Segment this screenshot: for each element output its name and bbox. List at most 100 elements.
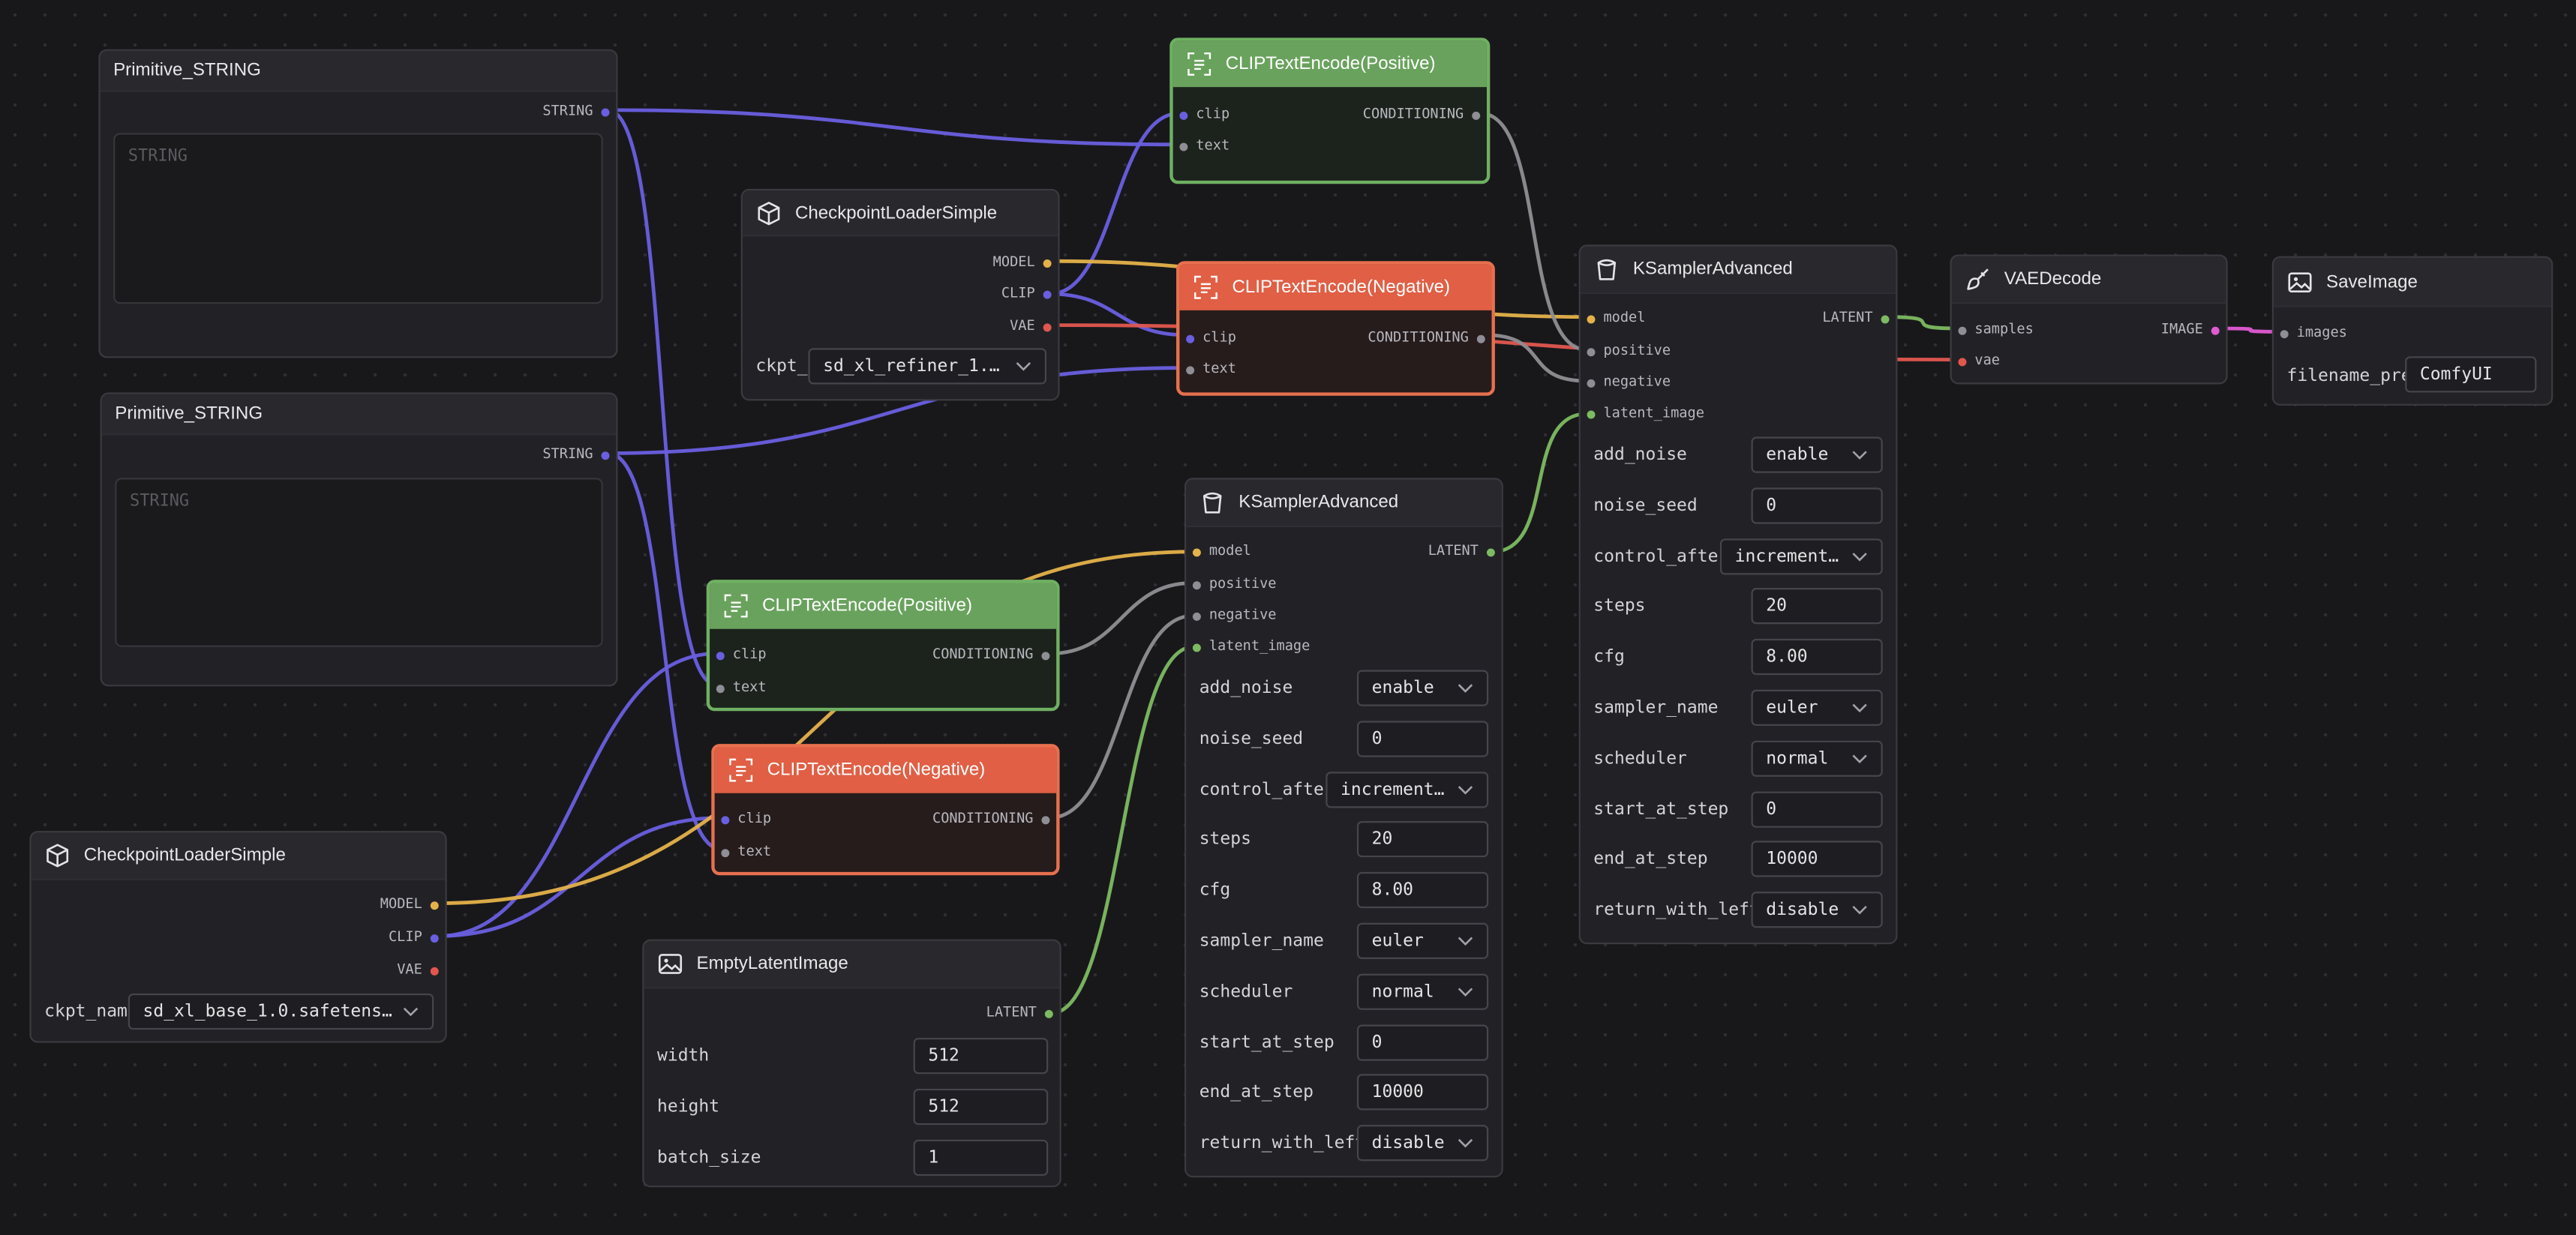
- wire-latent[interactable]: [1051, 645, 1193, 1015]
- height-input[interactable]: 512: [913, 1088, 1049, 1126]
- wire-conditioning[interactable]: [1485, 333, 1587, 383]
- input-latent-image[interactable]: latent_image: [1192, 637, 1310, 657]
- output-dot[interactable]: [430, 966, 439, 975]
- output-dot[interactable]: [430, 934, 439, 942]
- steps-input[interactable]: 20: [1751, 588, 1883, 625]
- string-textarea[interactable]: STRING: [115, 478, 603, 647]
- input-positive[interactable]: positive: [1587, 342, 1671, 361]
- wire-string[interactable]: [608, 451, 722, 851]
- input-negative[interactable]: negative: [1587, 373, 1671, 392]
- scheduler-dropdown[interactable]: normal: [1751, 740, 1883, 777]
- input-dot[interactable]: [1958, 357, 1967, 366]
- output-dot[interactable]: [430, 901, 439, 910]
- output-vae[interactable]: VAE: [1010, 317, 1052, 337]
- input-text[interactable]: text: [716, 678, 767, 697]
- input-clip[interactable]: clip: [716, 646, 767, 665]
- wire-latent[interactable]: [1491, 412, 1587, 554]
- primitive-string-node-1[interactable]: Primitive_STRING STRING STRING: [98, 49, 618, 358]
- input-dot[interactable]: [716, 651, 725, 660]
- batch-size-input[interactable]: 1: [913, 1139, 1049, 1177]
- output-latent[interactable]: LATENT: [1822, 309, 1890, 328]
- noise-seed-input[interactable]: 0: [1751, 487, 1883, 524]
- input-dot[interactable]: [1192, 580, 1201, 589]
- end-at-step-input[interactable]: 10000: [1356, 1075, 1489, 1111]
- output-dot[interactable]: [1043, 289, 1052, 298]
- sampler-name-dropdown[interactable]: euler: [1751, 689, 1883, 726]
- output-string[interactable]: STRING: [542, 445, 610, 464]
- add-noise-dropdown[interactable]: enable: [1356, 670, 1489, 706]
- start-at-step-input[interactable]: 0: [1751, 790, 1883, 827]
- sampler-name-dropdown[interactable]: euler: [1356, 922, 1489, 959]
- empty-latent-image-node[interactable]: EmptyLatentImage LATENT width 512 height…: [642, 939, 1061, 1188]
- output-conditioning[interactable]: CONDITIONING: [1368, 328, 1485, 348]
- input-text[interactable]: text: [721, 842, 771, 862]
- output-clip[interactable]: CLIP: [1001, 284, 1052, 304]
- input-dot[interactable]: [1192, 643, 1201, 652]
- input-dot[interactable]: [721, 815, 730, 824]
- input-dot[interactable]: [1192, 547, 1201, 556]
- output-dot[interactable]: [1476, 334, 1485, 343]
- output-conditioning[interactable]: CONDITIONING: [932, 646, 1050, 665]
- input-clip[interactable]: clip: [1179, 105, 1229, 124]
- scheduler-dropdown[interactable]: normal: [1356, 973, 1489, 1010]
- wire-clip[interactable]: [438, 652, 716, 938]
- input-dot[interactable]: [1179, 110, 1188, 119]
- node-header[interactable]: Primitive_STRING: [100, 50, 617, 92]
- steps-input[interactable]: 20: [1356, 821, 1489, 859]
- input-dot[interactable]: [716, 684, 725, 693]
- output-model[interactable]: MODEL: [993, 253, 1052, 272]
- noise-seed-input[interactable]: 0: [1356, 720, 1489, 757]
- input-images[interactable]: images: [2280, 323, 2347, 343]
- clip-text-encode-negative-top-node[interactable]: CLIPTextEncode(Negative) clip text CONDI…: [1176, 261, 1495, 396]
- node-header[interactable]: CLIPTextEncode(Positive): [1172, 40, 1487, 88]
- input-clip[interactable]: clip: [1186, 328, 1236, 348]
- input-clip[interactable]: clip: [721, 810, 771, 829]
- cfg-input[interactable]: 8.00: [1751, 639, 1883, 676]
- input-negative[interactable]: negative: [1192, 606, 1277, 625]
- clip-text-encode-positive-mid-node[interactable]: CLIPTextEncode(Positive) clip text CONDI…: [706, 580, 1060, 712]
- input-dot[interactable]: [1587, 409, 1596, 418]
- output-dot[interactable]: [1486, 547, 1495, 556]
- output-string[interactable]: STRING: [542, 102, 610, 121]
- checkpoint-loader-refiner-node[interactable]: CheckpointLoaderSimple MODEL CLIP VAE ck…: [740, 188, 1060, 401]
- control-after-generate-dropdown[interactable]: incremental: [1326, 771, 1489, 808]
- node-header[interactable]: Primitive_STRING: [101, 394, 617, 436]
- node-header[interactable]: EmptyLatentImage: [644, 940, 1060, 989]
- input-latent-image[interactable]: latent_image: [1587, 404, 1704, 424]
- ksampler-advanced-right-node[interactable]: KSamplerAdvanced model positive negative…: [1578, 244, 1898, 945]
- control-after-generate-dropdown[interactable]: incremental: [1719, 538, 1883, 574]
- width-input[interactable]: 512: [913, 1038, 1049, 1075]
- output-conditioning[interactable]: CONDITIONING: [1363, 105, 1481, 124]
- ksampler-advanced-mid-node[interactable]: KSamplerAdvanced model positive negative…: [1184, 478, 1503, 1178]
- return-with-leftover-noise-dropdown[interactable]: disable: [1356, 1125, 1489, 1162]
- input-samples[interactable]: samples: [1958, 320, 2034, 340]
- wire-conditioning[interactable]: [1049, 581, 1193, 656]
- node-header[interactable]: VAEDecode: [1951, 256, 2226, 304]
- wire-clip[interactable]: [1049, 111, 1180, 296]
- input-dot[interactable]: [1587, 347, 1596, 356]
- output-latent[interactable]: LATENT: [986, 1003, 1053, 1023]
- node-header[interactable]: KSamplerAdvanced: [1580, 246, 1896, 295]
- input-dot[interactable]: [1587, 378, 1596, 387]
- wire-clip[interactable]: [438, 816, 722, 938]
- checkpoint-loader-base-node[interactable]: CheckpointLoaderSimple MODEL CLIP VAE ck…: [29, 831, 447, 1043]
- start-at-step-input[interactable]: 0: [1356, 1024, 1489, 1060]
- input-dot[interactable]: [1958, 325, 1967, 334]
- string-textarea[interactable]: STRING: [113, 133, 603, 304]
- input-dot[interactable]: [1179, 142, 1188, 151]
- output-clip[interactable]: CLIP: [389, 928, 439, 947]
- input-model[interactable]: model: [1587, 309, 1645, 328]
- wire-conditioning[interactable]: [1480, 111, 1587, 352]
- output-dot[interactable]: [1041, 651, 1050, 660]
- output-dot[interactable]: [601, 451, 610, 460]
- input-vae[interactable]: vae: [1958, 352, 2000, 371]
- output-dot[interactable]: [2211, 325, 2220, 334]
- wire-conditioning[interactable]: [1049, 613, 1193, 820]
- end-at-step-input[interactable]: 10000: [1751, 841, 1883, 878]
- add-noise-dropdown[interactable]: enable: [1751, 436, 1883, 473]
- filename-prefix-input[interactable]: ComfyUI: [2405, 356, 2537, 393]
- input-text[interactable]: text: [1186, 360, 1236, 379]
- output-vae[interactable]: VAE: [397, 961, 439, 980]
- input-dot[interactable]: [2280, 329, 2289, 338]
